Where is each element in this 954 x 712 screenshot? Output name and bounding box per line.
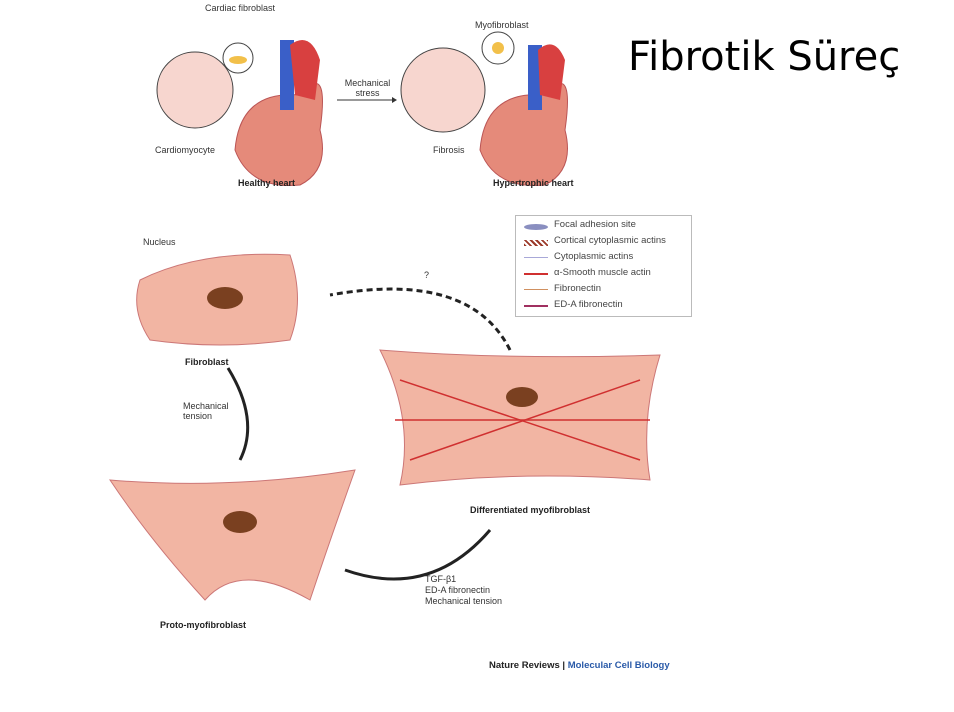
- label-fibroblast: Fibroblast: [185, 357, 229, 367]
- factor: TGF-β1: [425, 574, 457, 584]
- legend: Focal adhesion site Cortical cytoplasmic…: [515, 215, 692, 317]
- label-differentiated-myofibroblast: Differentiated myofibroblast: [470, 505, 591, 515]
- legend-item: Fibronectin: [554, 283, 601, 294]
- label-question: ?: [424, 270, 430, 280]
- legend-item: ED-A fibronectin: [554, 299, 623, 310]
- credit-journal: Nature Reviews: [489, 660, 560, 671]
- label-mechanical-tension: Mechanical tension: [183, 401, 229, 421]
- factor: Mechanical tension: [425, 596, 503, 606]
- healthy-heart-illustration: [156, 40, 323, 187]
- label-hypertrophic-heart: Hypertrophic heart: [493, 178, 574, 188]
- label-cardiac-fibroblast: Cardiac fibroblast: [205, 3, 276, 13]
- credit-separator: |: [562, 660, 566, 671]
- label-cardiomyocyte: Cardiomyocyte: [155, 145, 216, 155]
- legend-item: Focal adhesion site: [554, 219, 636, 230]
- slide-title: Fibrotik Süreç: [628, 34, 901, 80]
- factor: ED-A fibronectin: [425, 585, 491, 595]
- label-mechanical-stress: Mechanical stress: [344, 78, 391, 98]
- hypertrophic-heart-illustration: [400, 31, 568, 187]
- myofibroblast-cell: [379, 349, 661, 486]
- label-proto-myofibroblast: Proto-myofibroblast: [160, 620, 247, 630]
- credit: Nature Reviews | Molecular Cell Biology: [489, 660, 670, 671]
- legend-item: Cytoplasmic actins: [554, 251, 634, 262]
- label-myofibroblast: Myofibroblast: [475, 20, 529, 30]
- credit-section: Molecular Cell Biology: [567, 660, 670, 671]
- label-healthy-heart: Healthy heart: [238, 178, 296, 188]
- label-fibrosis: Fibrosis: [433, 145, 465, 155]
- legend-item: α-Smooth muscle actin: [554, 267, 651, 278]
- label-nucleus: Nucleus: [143, 237, 176, 247]
- legend-item: Cortical cytoplasmic actins: [554, 235, 666, 246]
- proto-myofibroblast-cell: [109, 469, 356, 601]
